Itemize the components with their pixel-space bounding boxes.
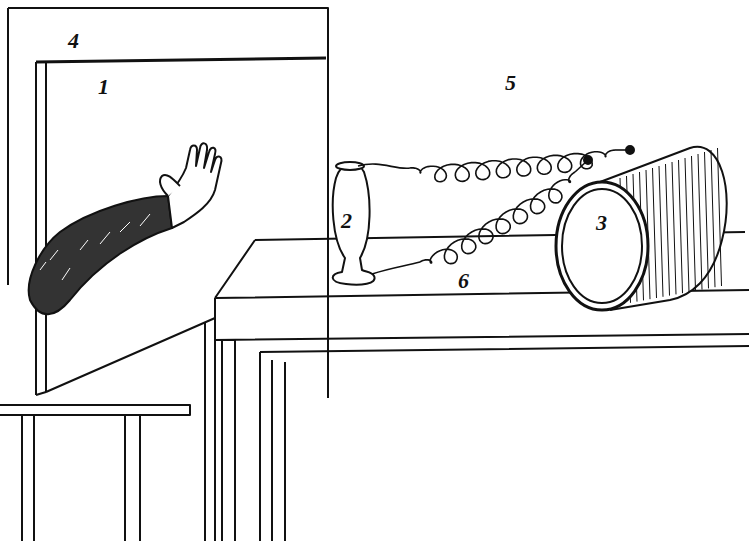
can-rim: [562, 189, 642, 303]
wire: [410, 150, 615, 182]
hatch-line: [705, 152, 709, 288]
plate-top: [36, 58, 326, 62]
plate-edge: [36, 62, 46, 395]
wire: [358, 164, 410, 168]
hatch-line: [666, 164, 670, 296]
board-edge: [7, 8, 9, 285]
hatch-line: [711, 150, 715, 287]
wire: [420, 172, 575, 264]
plate-bottom: [36, 318, 215, 395]
hatch-line: [718, 148, 722, 286]
wire: [615, 149, 630, 151]
hatch-line: [698, 154, 702, 290]
wires: [358, 150, 630, 274]
table-frame: [215, 298, 749, 541]
thumb: [160, 175, 180, 196]
hatch-line: [679, 160, 683, 293]
sleeve-texture: [40, 214, 150, 280]
hatch-line: [672, 162, 676, 294]
hatch-line: [653, 168, 657, 298]
callout-number: 4: [68, 30, 79, 52]
sleeve: [29, 196, 172, 314]
hatch-line: [685, 158, 689, 292]
callout-number: 2: [341, 210, 352, 232]
callout-number: 6: [458, 270, 469, 292]
plate-post: [205, 318, 215, 541]
callout-number: 1: [98, 76, 109, 98]
wire: [575, 160, 588, 172]
wire: [372, 262, 420, 274]
callout-number: 3: [596, 212, 607, 234]
callout-number: 5: [505, 72, 516, 94]
shelf-legs: [22, 415, 140, 541]
vase: [333, 164, 375, 285]
hatch-line: [659, 166, 663, 297]
can-front: [556, 182, 648, 310]
hatch-line: [692, 156, 696, 291]
shelf: [0, 405, 190, 415]
